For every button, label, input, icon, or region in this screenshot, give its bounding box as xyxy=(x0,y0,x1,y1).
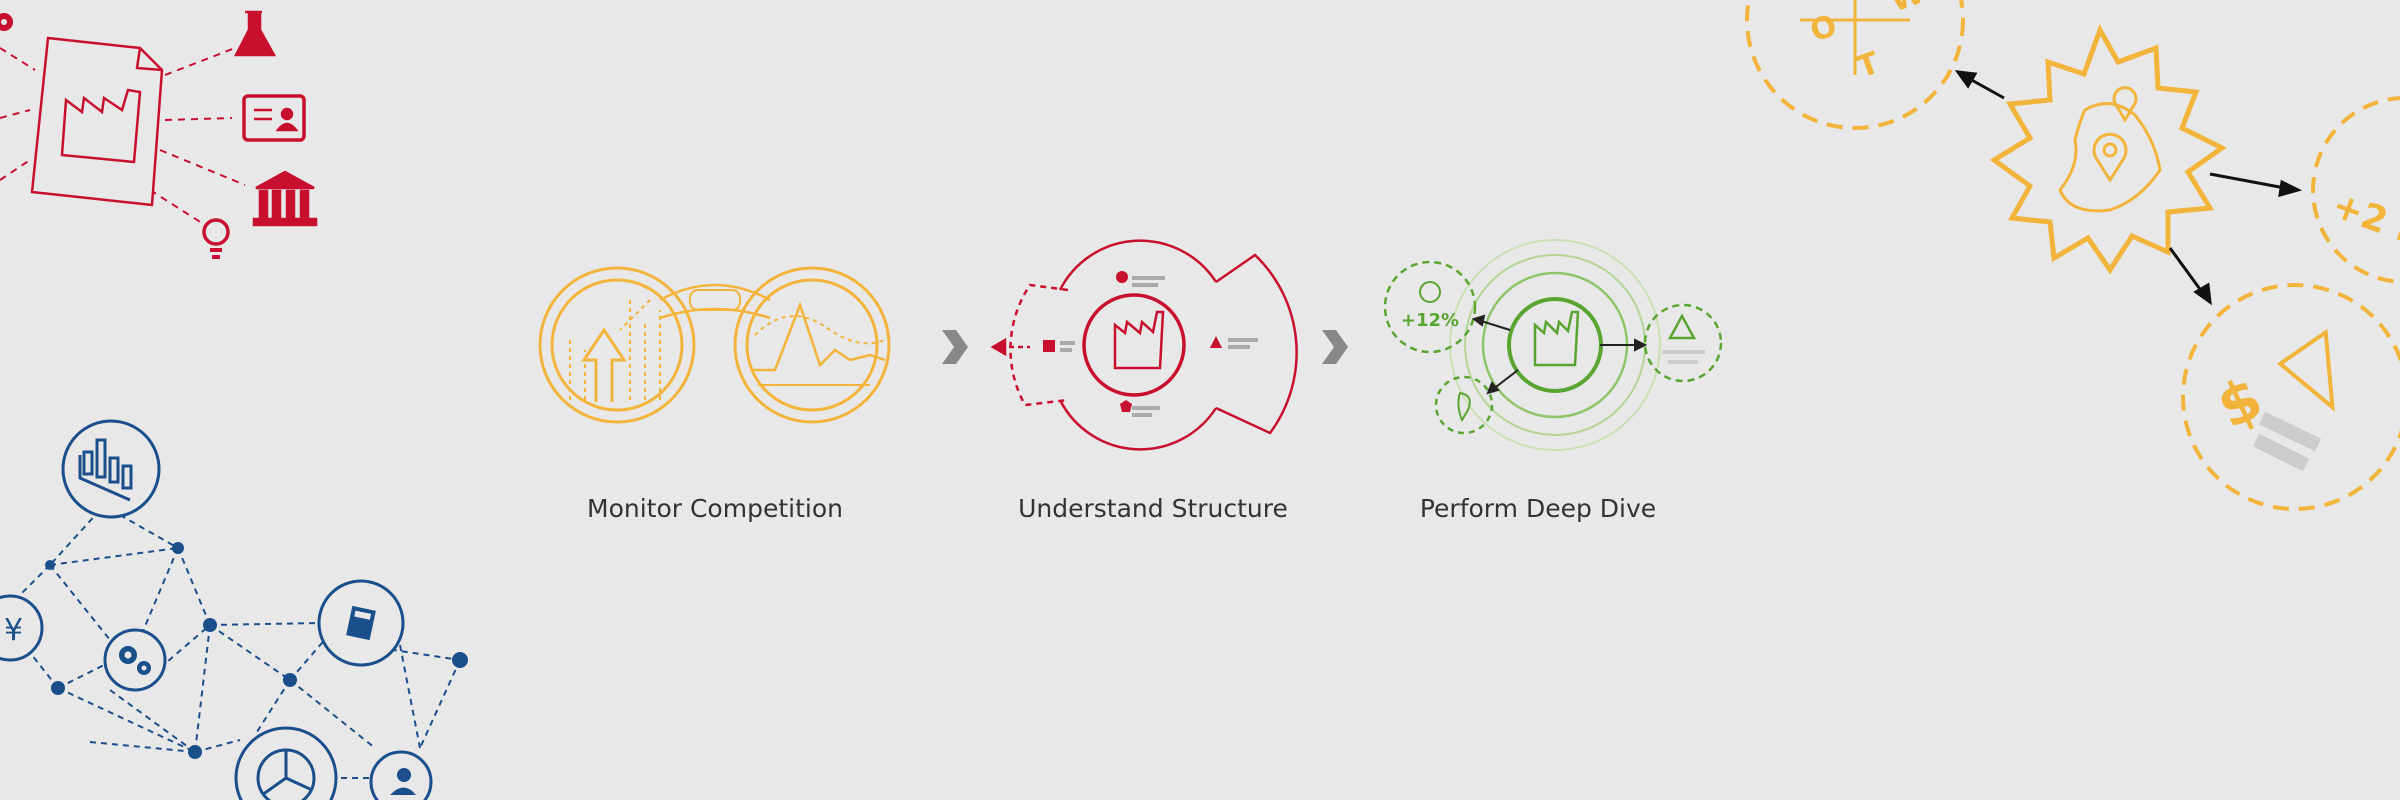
factory-document-icon xyxy=(30,36,164,207)
map-badge-icon xyxy=(1989,24,2227,275)
chevron-right-icon xyxy=(942,330,968,364)
id-card-icon xyxy=(242,94,306,142)
step-label-perform-deep-dive: Perform Deep Dive xyxy=(1419,494,1657,523)
step-label-monitor-competition: Monitor Competition xyxy=(587,494,843,523)
flask-icon xyxy=(233,10,277,57)
gear-icon xyxy=(0,13,13,31)
currency-icon: $ xyxy=(2207,363,2272,442)
flow-arrows xyxy=(1954,70,2303,306)
lightbulb-icon xyxy=(202,218,230,259)
swot-letter-o: O xyxy=(1806,8,1842,50)
user-icon xyxy=(369,750,433,800)
network-nodes xyxy=(45,542,468,759)
chevron-right-icon xyxy=(1322,330,1348,364)
growth-label: +2 M xyxy=(2327,185,2400,259)
pie-chart-icon xyxy=(234,726,338,800)
risk-circle xyxy=(2181,283,2400,511)
yen-icon: ¥ xyxy=(0,594,44,662)
binoculars-icon xyxy=(538,266,891,424)
deep-dive-badge: +12% xyxy=(1401,310,1459,331)
gears-icon xyxy=(103,628,167,692)
document-network-cluster xyxy=(0,10,318,259)
calculator-icon xyxy=(317,579,405,667)
factory-orbit-icon xyxy=(1383,239,1723,451)
step-label-understand-structure: Understand Structure xyxy=(1018,494,1288,523)
bar-chart-icon xyxy=(61,419,161,519)
bank-icon xyxy=(252,170,318,227)
growth-circle xyxy=(2311,96,2400,284)
svg-text:¥: ¥ xyxy=(4,613,23,648)
swot-letter-t: T xyxy=(1853,45,1885,85)
blue-network-cluster: ¥ xyxy=(0,419,468,800)
factory-radar-icon xyxy=(990,239,1298,451)
swot-letter-w: W xyxy=(1886,0,1929,20)
swot-circle xyxy=(1745,0,1965,130)
